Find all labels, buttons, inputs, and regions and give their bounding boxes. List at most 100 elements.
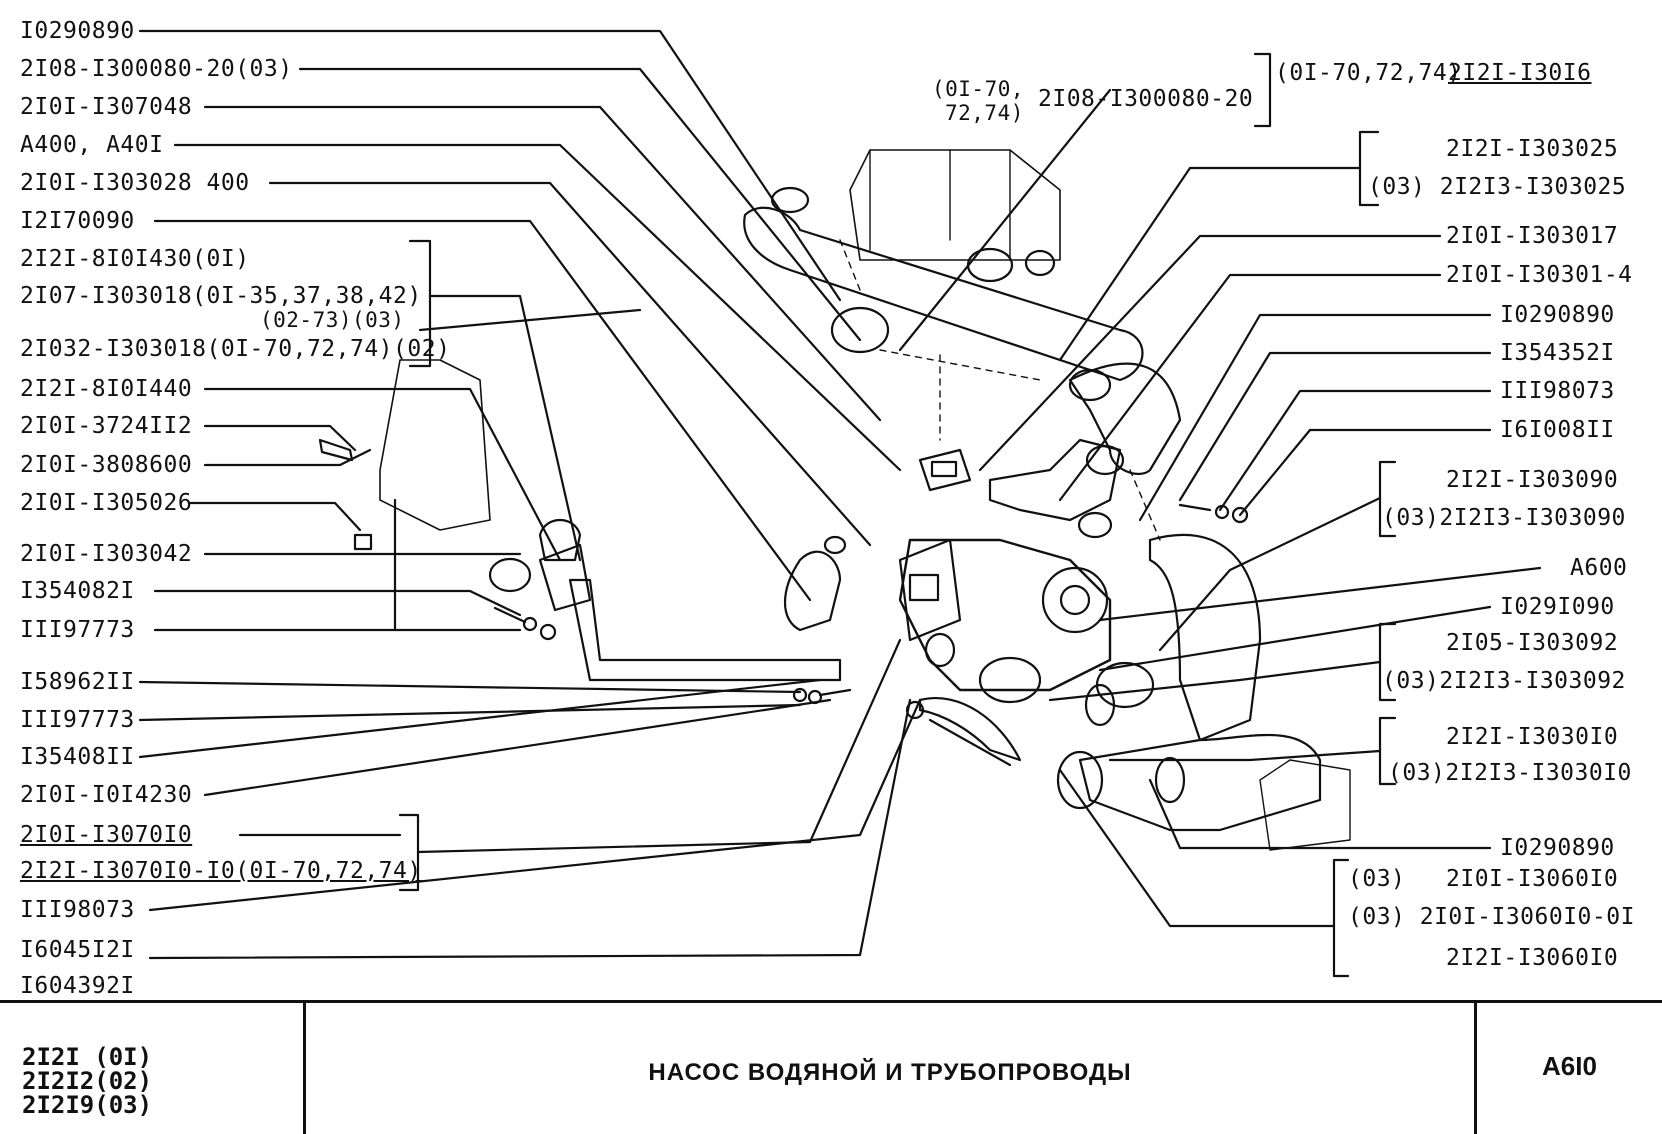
leader-line — [1058, 273, 1442, 502]
diagram-code: A6I0 — [1542, 1051, 1597, 1081]
part-label: I029I090 — [1500, 594, 1615, 620]
stud — [493, 606, 527, 624]
part-label: I2I70090 — [20, 208, 135, 234]
part-label: 2I2I-8I0I440 — [20, 376, 193, 402]
gasket — [918, 448, 972, 492]
engine-block-outline — [379, 359, 491, 531]
leader-line — [188, 501, 362, 532]
nut — [1231, 506, 1249, 524]
leader-line — [1098, 605, 1492, 672]
part-label: I58962II — [20, 669, 135, 695]
leader-line — [1253, 52, 1272, 128]
part-label: (03) 2I2I3-I303025 — [1368, 174, 1627, 200]
part-label: I0290890 — [1500, 302, 1615, 328]
part-label: 2I2I-I30I6 — [1448, 60, 1592, 86]
part-label: 2I0I-I305026 — [20, 490, 193, 516]
fitting — [823, 535, 847, 555]
part-label: 2I0I-3724II2 — [20, 413, 193, 439]
code-cell: A6I0 — [1477, 1003, 1662, 1134]
part-label: 2I0I-I3060I0 — [1446, 866, 1619, 892]
part-label: 2I0I-I0I4230 — [20, 782, 193, 808]
part-label: 2I032-I303018(0I-70,72,74)(02) — [20, 336, 451, 362]
pump-outlet — [1095, 661, 1155, 709]
part-label: 2I2I-I3030I0 — [1446, 724, 1619, 750]
water-pump-body — [898, 538, 1112, 692]
part-label: 2I0I-3808600 — [20, 452, 193, 478]
part-label: 2I07-I303018(0I-35,37,38,42) — [20, 283, 422, 309]
leader-line — [416, 638, 902, 854]
part-label: (03)2I2I3-I3030I0 — [1388, 760, 1632, 786]
part-label: 2I2I-I303090 — [1446, 467, 1619, 493]
leader-line — [978, 234, 1442, 472]
part-label: 2I2I-I303025 — [1446, 136, 1619, 162]
leader-line — [153, 219, 812, 602]
leader-line — [408, 239, 432, 368]
part-label: I604392I — [20, 973, 135, 999]
part-label-note: (02-73)(03) — [260, 308, 405, 332]
model-cell: 2I2I (0I) 2I2I2(02) 2I2I9(03) — [0, 1003, 306, 1134]
washer — [792, 687, 808, 703]
part-label: 2I08-I300080-20(03) — [20, 56, 293, 82]
leader-line — [1048, 660, 1382, 702]
stud — [818, 688, 852, 697]
model-code: 2I2I9(03) — [22, 1091, 153, 1119]
leader-line — [203, 698, 832, 797]
leader-line — [203, 448, 372, 467]
part-label: 2I0I-I303017 — [1446, 223, 1619, 249]
flange — [488, 557, 532, 593]
part-label: 2I05-I303092 — [1446, 630, 1619, 656]
leader-line — [1158, 496, 1382, 652]
leader-line — [173, 143, 902, 472]
part-label: 2I0I-I303028 400 — [20, 170, 250, 196]
leader-line — [138, 703, 802, 722]
nut — [807, 689, 823, 705]
heater-box — [849, 149, 1061, 261]
hose-clamp — [1154, 756, 1186, 804]
part-label: 2I2I-I3060I0 — [1446, 945, 1619, 971]
lower-hose — [1148, 533, 1262, 742]
part-label: III97773 — [20, 617, 135, 643]
part-label: (03)2I2I3-I303090 — [1382, 505, 1626, 531]
part-label: 2I2I-I3070I0-I0(0I-70,72,74) — [20, 858, 422, 884]
part-label: I0290890 — [20, 18, 135, 44]
part-label: (03)2I2I3-I303092 — [1382, 668, 1626, 694]
projection-line — [1129, 469, 1161, 541]
leader-line — [1332, 858, 1350, 978]
part-label: I354082I — [20, 578, 135, 604]
part-label: III98073 — [1500, 378, 1615, 404]
belt-guard — [918, 697, 1022, 762]
part-label: I35408II — [20, 744, 135, 770]
hose-clamp — [830, 306, 890, 354]
hose-vertical — [1068, 362, 1182, 475]
variant-note: (0I-70, — [932, 77, 1025, 101]
leader-line — [1108, 749, 1382, 762]
leader-line — [203, 387, 562, 562]
part-label: A400, A40I — [20, 132, 164, 158]
stud — [318, 438, 354, 462]
leader-line — [148, 698, 912, 960]
leader-line — [1058, 768, 1336, 928]
part-label: I354352I — [1500, 340, 1615, 366]
leader-line — [138, 678, 822, 759]
part-label: I0290890 — [1500, 835, 1615, 861]
washer — [539, 623, 557, 641]
part-label: (03) 2I0I-I3060I0-0I — [1348, 904, 1635, 930]
outlet-flange — [988, 438, 1122, 522]
pump-gasket — [898, 538, 962, 642]
hose-clamp — [770, 186, 810, 214]
bypass-pipe — [538, 519, 582, 562]
top-hose — [743, 206, 1144, 382]
leader-line — [1178, 351, 1492, 502]
assembly-drawing — [138, 29, 1542, 978]
flange — [538, 543, 592, 612]
leader-line — [203, 424, 357, 452]
title-cell: НАСОС ВОДЯНОЙ И ТРУБОПРОВОДЫ — [306, 1003, 1477, 1134]
part-label: A600 — [1570, 555, 1628, 581]
hose-clamp — [1084, 683, 1116, 727]
engine-fragment — [1259, 759, 1351, 851]
lower-hose — [1078, 733, 1322, 832]
part-label: III97773 — [20, 707, 135, 733]
pump-pulley — [1041, 566, 1109, 634]
model-code: 2I2I2(02) — [22, 1067, 153, 1095]
gasket-hole — [930, 460, 958, 478]
